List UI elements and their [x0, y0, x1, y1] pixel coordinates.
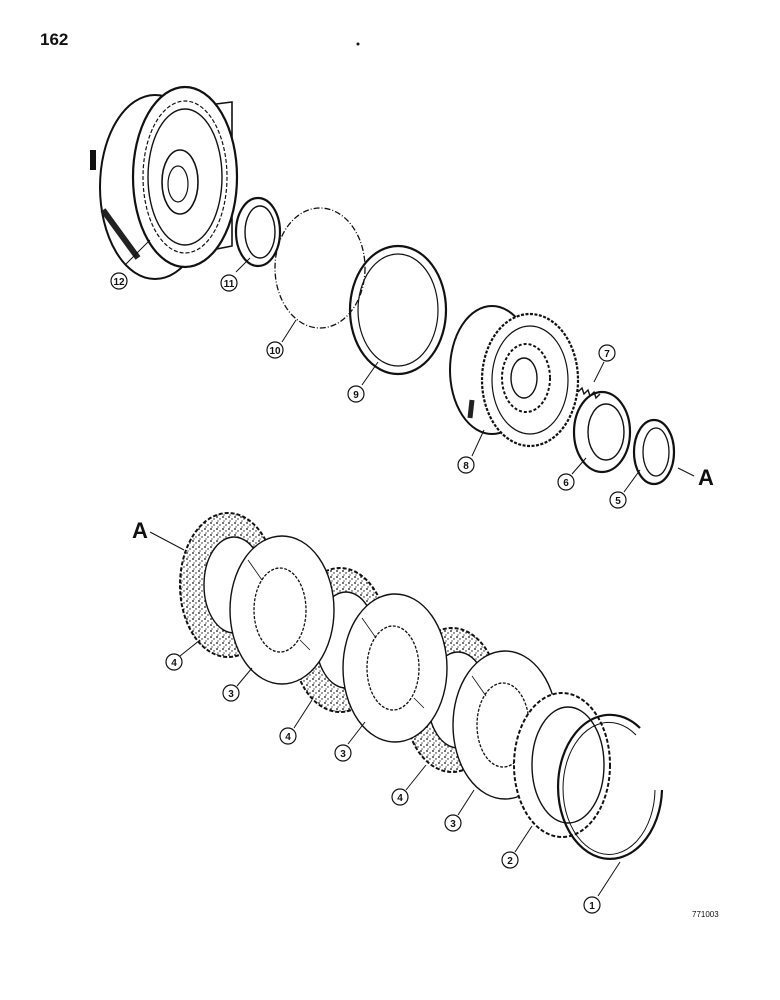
callout-9-label: 9: [353, 390, 359, 401]
callout-4-third: 4: [391, 788, 409, 806]
pressure-plate-part-2: [513, 692, 611, 838]
callout-11-label: 11: [224, 279, 235, 290]
callout-6: 6: [557, 473, 575, 491]
callout-2-label: 2: [507, 856, 513, 867]
callout-3-first: 3: [222, 684, 240, 702]
callout-5: 5: [609, 491, 627, 509]
stray-mark: [356, 42, 360, 46]
callout-3-first-label: 3: [228, 689, 234, 700]
callout-4-third-label: 4: [397, 793, 403, 804]
callout-4-second-label: 4: [285, 732, 291, 743]
callout-7: 7: [598, 344, 616, 362]
callout-3-second: 3: [334, 744, 352, 762]
callout-12: 12: [110, 272, 128, 290]
callout-8: 8: [457, 456, 475, 474]
callout-6-label: 6: [563, 478, 569, 489]
spring-part-7: [577, 386, 601, 400]
figure-code: 771003: [692, 910, 719, 919]
washer-part-5: [632, 418, 676, 486]
callout-7-label: 7: [604, 349, 610, 360]
callout-3-third: 3: [444, 814, 462, 832]
callout-1: 1: [583, 896, 601, 914]
callout-10-label: 10: [269, 346, 281, 357]
reference-mark-lower: A: [132, 518, 148, 543]
callout-4-first-label: 4: [171, 658, 177, 669]
callout-3-third-label: 3: [450, 819, 456, 830]
callout-1-label: 1: [589, 901, 595, 912]
callout-10: 10: [266, 341, 284, 359]
thrust-washer-part-11: [234, 196, 282, 268]
callout-3-second-label: 3: [340, 749, 346, 760]
piston-hub-part-8: [449, 305, 580, 448]
leader-lines: [124, 239, 695, 897]
clutch-drum-part-12: [90, 85, 239, 280]
reference-mark-upper: A: [698, 465, 714, 490]
callout-5-label: 5: [615, 496, 621, 507]
callout-4-second: 4: [279, 727, 297, 745]
callout-12-label: 12: [113, 277, 125, 288]
callout-4-first: 4: [165, 653, 183, 671]
steel-plate-part-3-first: [229, 535, 335, 685]
steel-plate-part-3-second: [342, 593, 448, 743]
callout-8-label: 8: [463, 461, 469, 472]
callout-2: 2: [501, 851, 519, 869]
page-number: 162: [40, 30, 69, 49]
bearing-part-6: [572, 390, 632, 474]
wave-spring-part-10: [274, 207, 366, 329]
callout-11: 11: [220, 274, 238, 292]
ring-part-9: [348, 244, 448, 376]
callout-9: 9: [347, 385, 365, 403]
snap-ring-part-1: [556, 713, 664, 860]
